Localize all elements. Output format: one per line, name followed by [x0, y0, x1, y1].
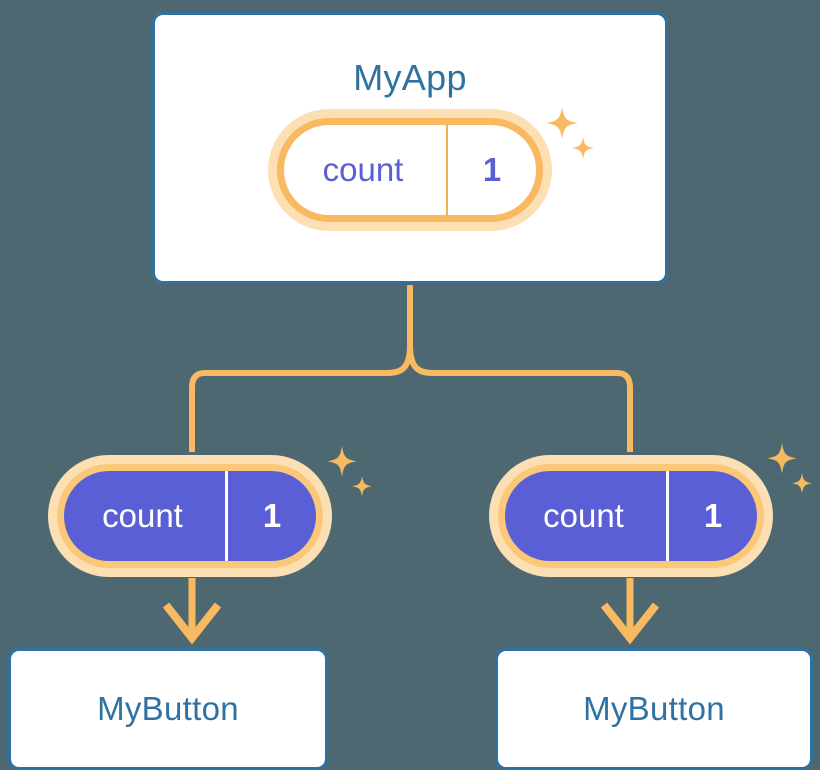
state-pill-myapp[interactable]: count 1: [277, 118, 543, 222]
component-label: MyButton: [97, 690, 239, 727]
component-card-mybutton-right[interactable]: MyButton: [495, 648, 813, 770]
state-value-label: 1: [703, 497, 723, 534]
branch-connector-icon: [189, 285, 633, 452]
state-key-label: count: [284, 125, 448, 215]
component-card-mybutton-left[interactable]: MyButton: [8, 648, 328, 770]
state-value-label: 1: [262, 497, 282, 534]
state-pill-right[interactable]: count 1: [498, 464, 764, 568]
sparkles-icon: [767, 443, 812, 494]
page-title: MyApp: [353, 57, 467, 98]
component-label: MyButton: [583, 690, 725, 727]
state-key-label: count: [64, 471, 228, 561]
arrow-down-icon: [600, 578, 660, 645]
state-value-label: 1: [482, 151, 502, 188]
state-pill-left[interactable]: count 1: [57, 464, 323, 568]
arrow-down-icon: [162, 578, 222, 645]
sparkles-icon: [327, 446, 372, 497]
state-key-label: count: [505, 471, 669, 561]
